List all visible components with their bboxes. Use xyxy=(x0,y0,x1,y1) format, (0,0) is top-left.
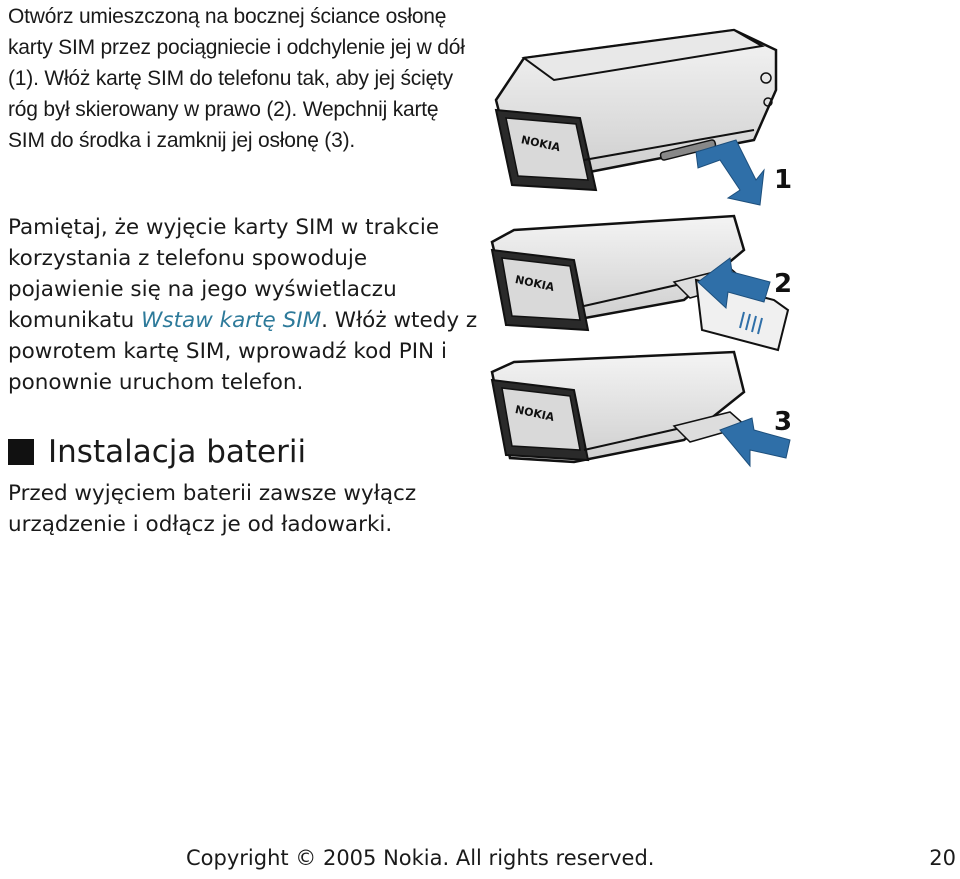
step-label-2: 2 xyxy=(774,269,792,299)
battery-instructions-paragraph: Przed wyjęciem baterii zawsze wyłącz urz… xyxy=(8,481,417,537)
section-heading-text: Instalacja baterii xyxy=(48,434,307,470)
page-footer: Copyright © 2005 Nokia. All rights reser… xyxy=(0,846,960,876)
section-heading: Instalacja baterii xyxy=(8,432,306,472)
arrow-step-3-icon xyxy=(719,417,791,468)
phone-step-1: NOKIA 1 xyxy=(494,28,792,206)
arrow-step-2-icon xyxy=(697,257,771,310)
sim-note-text-before: Pamiętaj, że wyjęcie karty SIM w trakcie… xyxy=(8,215,440,333)
copyright-notice: Copyright © 2005 Nokia. All rights reser… xyxy=(186,846,655,870)
step-label-3: 3 xyxy=(774,407,792,437)
page-number: 20 xyxy=(929,846,956,870)
sim-installation-illustration: NOKIA 1 NOKIA 2 NOKIA 3 xyxy=(490,28,792,468)
sim-removal-note-paragraph: Pamiętaj, że wyjęcie karty SIM w trakcie… xyxy=(8,212,478,398)
step-label-1: 1 xyxy=(774,165,792,195)
phone-step-2: NOKIA 2 xyxy=(490,214,792,352)
insert-sim-message: Wstaw kartę SIM xyxy=(141,308,322,333)
arrow-step-1-icon xyxy=(695,139,765,206)
sim-instructions-paragraph: Otwórz umieszczoną na bocznej ściance os… xyxy=(8,5,465,152)
phone-step-3: NOKIA 3 xyxy=(490,350,792,468)
sim-note-text-after: . Włóż wtedy z powrotem kartę SIM, wprow… xyxy=(8,308,478,395)
square-bullet-icon xyxy=(8,439,34,465)
